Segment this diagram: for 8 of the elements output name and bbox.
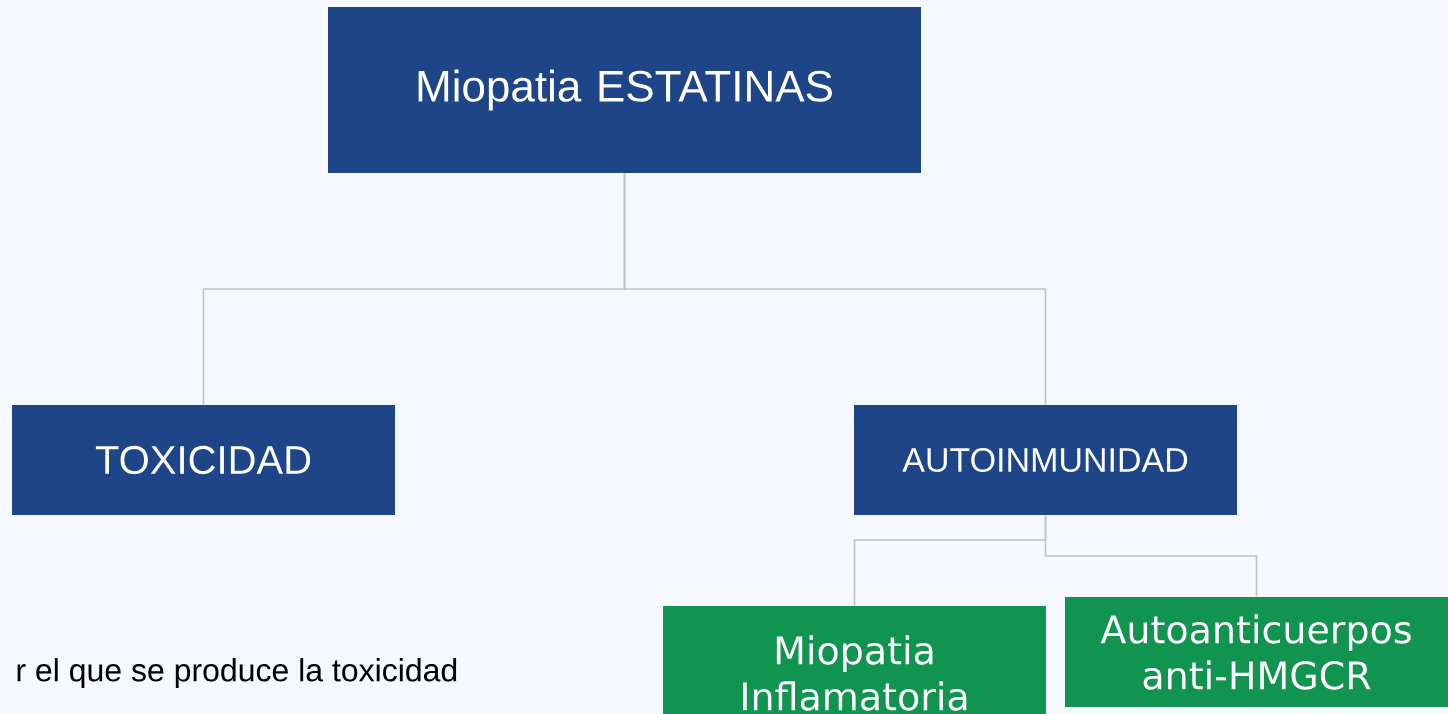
category-box: Miopatia ESTATINAS: [328, 7, 921, 173]
subcategory-box: Miopatia Inflamatoria: [663, 606, 1046, 714]
subcategory-box: Autoanticuerpos anti-HMGCR: [1065, 597, 1448, 707]
note-text: r el que se produce la toxicidad: [17, 658, 457, 688]
connector-line: [1044, 514, 1258, 598]
category-box: AUTOINMUNIDAD: [854, 405, 1237, 515]
category-box: TOXICIDAD: [12, 405, 395, 515]
connector-line: [623, 172, 1047, 406]
